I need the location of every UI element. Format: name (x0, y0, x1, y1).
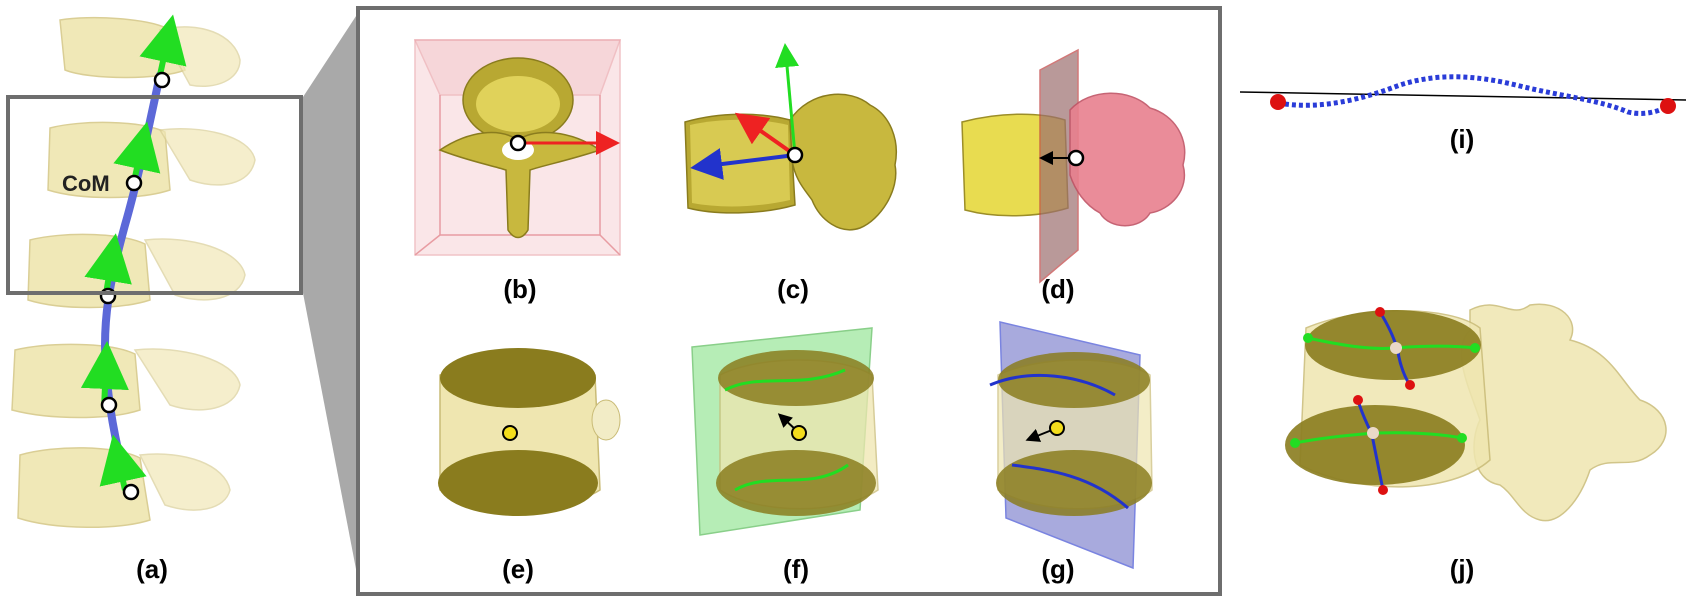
blue-contour-lower (1011, 463, 1129, 510)
blue-contour-upper (989, 373, 1116, 397)
zoom-frame (356, 6, 1222, 596)
endpoint-left (1270, 94, 1286, 110)
panel-label-b: (b) (503, 274, 536, 304)
green-contour-upper (724, 368, 846, 392)
panel-c: (c) (684, 43, 897, 304)
com-label: CoM (62, 171, 110, 196)
blue-axis-arrow (690, 148, 796, 180)
centroid-marker (502, 425, 518, 441)
panel-label-i: (i) (1450, 124, 1475, 154)
vertebra-axial (438, 57, 602, 239)
panel-label-d: (d) (1041, 274, 1074, 304)
posterior-process (1069, 92, 1186, 227)
spine-vertebrae (11, 16, 256, 528)
panel-a: CoM (a) (6, 14, 303, 584)
panel-label-g: (g) (1041, 554, 1074, 584)
upper-endplate-axes (1303, 307, 1480, 390)
green-axis-arrow (775, 43, 800, 156)
endpoint-right (1660, 98, 1676, 114)
panel-label-c: (c) (777, 274, 809, 304)
upper-endplate (718, 350, 874, 406)
panel-i: (i) (1239, 74, 1687, 154)
black-direction-arrow (1025, 428, 1053, 442)
panel-e: (e) (438, 348, 621, 584)
upper-endplate (440, 348, 596, 408)
centroid-marker (1049, 420, 1065, 436)
lower-endplate (996, 450, 1152, 516)
panel-j: (j) (1285, 303, 1667, 584)
center-marker (786, 146, 804, 164)
lower-endplate (438, 450, 598, 516)
lower-endplate-axes (1290, 395, 1467, 495)
lower-endplate (716, 450, 876, 516)
profile-curve (1277, 74, 1670, 116)
facet-stub (591, 399, 621, 441)
center-marker (1067, 149, 1085, 167)
panel-b: (b) (413, 39, 622, 304)
center-marker (509, 134, 527, 152)
centroid-marker (791, 425, 807, 441)
red-axis-arrow (734, 112, 797, 157)
panel-label-f: (f) (783, 554, 809, 584)
panel-d: (d) (961, 48, 1186, 304)
panel-label-a: (a) (136, 554, 168, 584)
zoom-region-box (6, 95, 303, 295)
vertebra-transparent (1460, 303, 1667, 522)
panel-f: (f) (691, 327, 879, 584)
panel-g: (g) (989, 321, 1153, 584)
green-contour-lower (734, 463, 849, 492)
panel-label-j: (j) (1450, 554, 1475, 584)
cutting-plane (1039, 48, 1079, 284)
zoom-connector (303, 10, 360, 590)
panel-label-e: (e) (502, 554, 534, 584)
reference-line (1239, 91, 1687, 101)
